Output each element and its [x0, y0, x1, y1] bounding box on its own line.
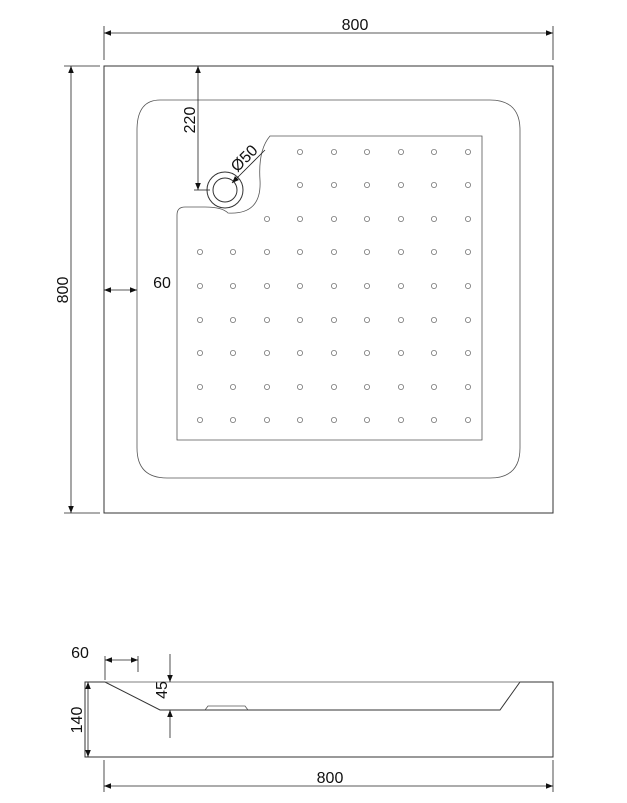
drainage-dot — [330, 349, 337, 356]
drainage-dot — [430, 416, 437, 423]
drainage-dot — [464, 316, 471, 323]
drainage-dot — [296, 416, 303, 423]
plan-width-label: 800 — [342, 17, 369, 34]
plan-rim-width-label: 60 — [153, 275, 171, 292]
drainage-dot — [464, 181, 471, 188]
drainage-dot — [196, 416, 203, 423]
drainage-dot — [296, 316, 303, 323]
drainage-dot — [363, 248, 370, 255]
drainage-dot — [464, 215, 471, 222]
drainage-dot — [363, 215, 370, 222]
drainage-dot — [430, 248, 437, 255]
drainage-dot — [296, 148, 303, 155]
drainage-dot — [363, 316, 370, 323]
drainage-dot — [196, 316, 203, 323]
drainage-dot — [263, 383, 270, 390]
drainage-dot — [263, 416, 270, 423]
drainage-dot — [263, 248, 270, 255]
drainage-dot — [363, 349, 370, 356]
drainage-dot — [330, 383, 337, 390]
drainage-dot — [196, 349, 203, 356]
drainage-dot — [229, 416, 236, 423]
drainage-dot — [430, 215, 437, 222]
drainage-dot — [464, 416, 471, 423]
drainage-dot — [330, 316, 337, 323]
side-rim-width-label: 60 — [71, 645, 89, 662]
drainage-dot — [263, 349, 270, 356]
drain-offset-label: 220 — [182, 107, 199, 134]
drainage-dot — [397, 248, 404, 255]
drainage-dot — [430, 349, 437, 356]
drainage-dot — [196, 282, 203, 289]
drainage-dot — [397, 383, 404, 390]
drain-inner-ring — [212, 177, 238, 203]
drainage-dot — [363, 383, 370, 390]
drainage-dot — [330, 248, 337, 255]
drainage-dot — [363, 282, 370, 289]
rim-inner-contour — [136, 99, 521, 479]
drainage-dot — [464, 148, 471, 155]
drainage-dot — [464, 248, 471, 255]
drainage-dot — [397, 148, 404, 155]
plan-view: 800 800 220 Ø50 60 — [55, 17, 554, 514]
drainage-dot — [397, 416, 404, 423]
drainage-dot — [330, 416, 337, 423]
tray-outline — [103, 65, 554, 514]
drainage-dot — [263, 215, 270, 222]
drainage-dot — [397, 181, 404, 188]
drainage-dot — [397, 316, 404, 323]
drainage-dot — [229, 383, 236, 390]
drainage-dot — [263, 316, 270, 323]
side-width-label: 800 — [317, 770, 344, 787]
drainage-dot — [330, 148, 337, 155]
drainage-dot — [363, 181, 370, 188]
drainage-dot — [464, 349, 471, 356]
drainage-dot — [296, 383, 303, 390]
side-view: 60 45 140 800 — [69, 645, 554, 792]
drainage-dot — [430, 181, 437, 188]
drainage-dot — [464, 282, 471, 289]
drainage-dot — [363, 416, 370, 423]
drainage-dot — [330, 282, 337, 289]
drainage-dot — [464, 383, 471, 390]
plan-height-label: 800 — [55, 277, 72, 304]
drainage-dot — [229, 282, 236, 289]
drainage-dot — [430, 383, 437, 390]
drainage-dot — [263, 282, 270, 289]
drainage-dot — [196, 383, 203, 390]
drainage-dot — [430, 282, 437, 289]
basin-floor-contour — [176, 135, 483, 441]
dim-line-drain-diameter — [231, 149, 266, 184]
drainage-dot — [430, 316, 437, 323]
basin-depth-label: 45 — [154, 681, 171, 699]
drainage-dot — [397, 282, 404, 289]
drainage-dot — [296, 215, 303, 222]
drainage-dot — [296, 349, 303, 356]
drainage-dot — [430, 148, 437, 155]
drainage-dot — [229, 349, 236, 356]
drain-diameter-label: Ø50 — [228, 142, 261, 175]
drainage-dot — [296, 282, 303, 289]
drainage-dot — [296, 248, 303, 255]
drainage-dot — [397, 215, 404, 222]
drainage-dot — [229, 316, 236, 323]
drainage-dot — [196, 248, 203, 255]
drainage-dot — [363, 148, 370, 155]
drainage-dot — [330, 215, 337, 222]
total-height-label: 140 — [69, 707, 86, 734]
drainage-dot — [397, 349, 404, 356]
drainage-dot — [229, 248, 236, 255]
side-drain-detail — [204, 705, 249, 711]
drainage-dot — [296, 181, 303, 188]
drainage-dot — [330, 181, 337, 188]
drainage-dots — [196, 148, 471, 423]
